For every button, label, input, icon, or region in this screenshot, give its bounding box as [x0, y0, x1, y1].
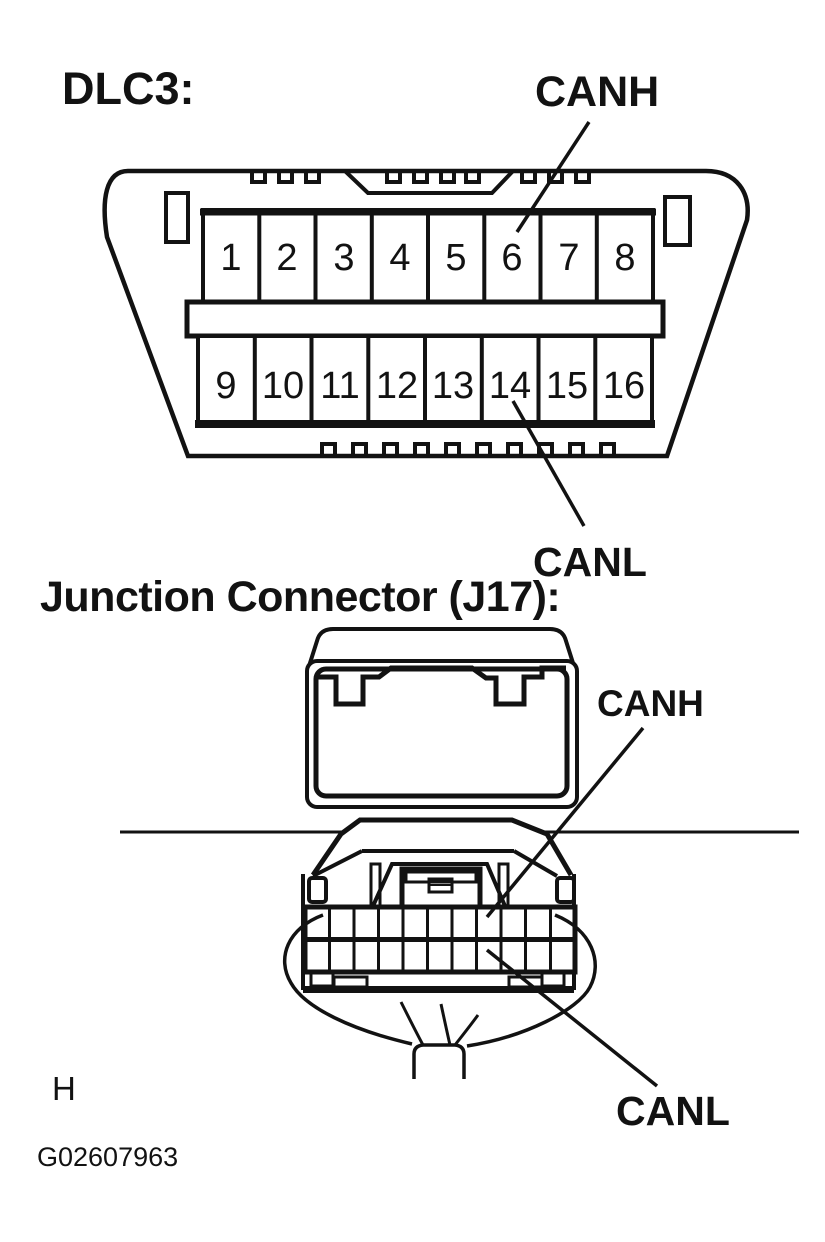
dlc3-pin-5: 5: [445, 237, 466, 279]
dlc3-pin-9: 9: [215, 365, 236, 407]
front-left-wing: [307, 876, 328, 904]
dlc3-diagram: DLC3: CANH 1 2 3 4 5 6 7 8: [62, 63, 750, 585]
junction-canl-label: CANL: [616, 1088, 730, 1134]
figure-id: G02607963: [37, 1142, 178, 1172]
harness-left-curve: [282, 913, 413, 1046]
dlc3-pin-14: 14: [489, 365, 531, 407]
front-right-wing: [555, 876, 576, 904]
dlc3-pin-4: 4: [389, 237, 410, 279]
dlc3-pin-6: 6: [501, 237, 522, 279]
dlc3-pin-15: 15: [546, 365, 588, 407]
junction-front-view: [282, 817, 597, 1079]
dlc3-pin-10: 10: [262, 365, 304, 407]
front-inner-trapezoid: [371, 862, 507, 907]
dlc3-pin-12: 12: [376, 365, 418, 407]
junction-canh-label: CANH: [597, 683, 704, 724]
dlc3-canh-leader-line: [515, 121, 591, 233]
junction-rear-view: [305, 627, 579, 809]
dlc3-pin-2: 2: [276, 237, 297, 279]
junction-canh-leader-line: [485, 726, 645, 919]
junction-cavity: [313, 666, 570, 799]
dlc3-title: DLC3:: [62, 63, 195, 114]
dlc3-canl-label: CANL: [533, 539, 647, 585]
dlc3-pin-16: 16: [603, 365, 645, 407]
junction-lid: [307, 627, 576, 665]
dlc3-center-band: [184, 299, 666, 339]
junction-diagram: Junction Connector (J17):: [40, 573, 799, 1134]
dlc3-pin-7: 7: [558, 237, 579, 279]
wire-strands: [399, 1001, 480, 1046]
dlc3-pin-11: 11: [320, 365, 359, 407]
dlc3-pin-13: 13: [432, 365, 474, 407]
dlc3-pin-1: 1: [220, 237, 241, 279]
dlc3-pin-3: 3: [333, 237, 354, 279]
dlc3-bottom-teeth: [320, 442, 616, 454]
dlc3-top-teeth: [250, 171, 591, 184]
dlc3-right-slot: [663, 195, 692, 247]
dlc3-key-tab: [343, 169, 515, 195]
cable-stem: [412, 1043, 466, 1079]
dlc3-pin-row-bottom: 9 10 11 12 13 14 15 16: [195, 334, 655, 428]
junction-title: Junction Connector (J17):: [40, 573, 560, 621]
dlc3-canl-leader-line: [511, 400, 586, 527]
dlc3-pin-8: 8: [614, 237, 635, 279]
dlc3-pin-row-top: 1 2 3 4 5 6 7 8: [200, 208, 656, 304]
page-letter: H: [52, 1070, 76, 1107]
dlc3-canh-label: CANH: [535, 68, 659, 116]
dlc3-left-slot: [164, 191, 190, 244]
junction-keyway-profile: [317, 665, 566, 707]
front-terminal-grid: [302, 904, 578, 975]
front-base: [303, 971, 574, 993]
harness-right-curve: [466, 913, 597, 1048]
front-center-lock: [399, 866, 483, 911]
junction-canl-leader-line: [485, 948, 659, 1088]
